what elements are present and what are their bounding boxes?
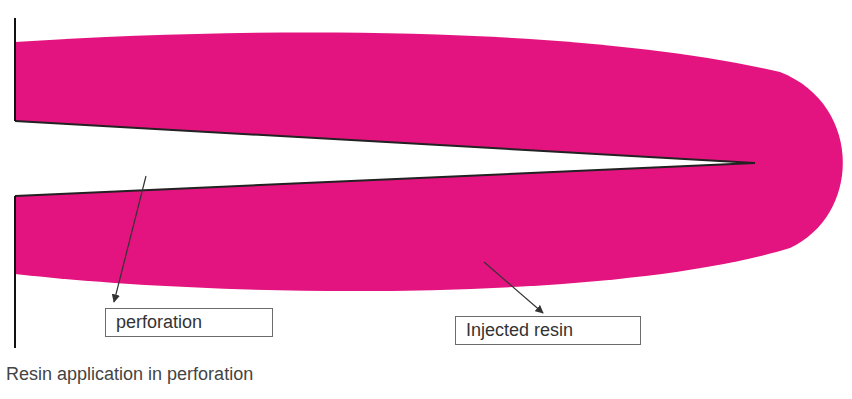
root-surface — [14, 196, 16, 348]
label-box: Injected resin — [455, 316, 641, 345]
label-text: perforation — [116, 311, 262, 333]
perforation-wall — [15, 121, 755, 163]
figure-caption: Resin application in perforation — [6, 364, 253, 385]
leader-arrow — [484, 262, 543, 313]
root-surface — [14, 18, 16, 121]
perforation-channel — [15, 121, 755, 196]
perforation-wall — [15, 163, 755, 196]
label-box: perforation — [105, 308, 273, 337]
label-text: Injected resin — [466, 319, 630, 341]
injected-resin-shape — [15, 32, 843, 291]
leader-arrow — [114, 176, 146, 302]
